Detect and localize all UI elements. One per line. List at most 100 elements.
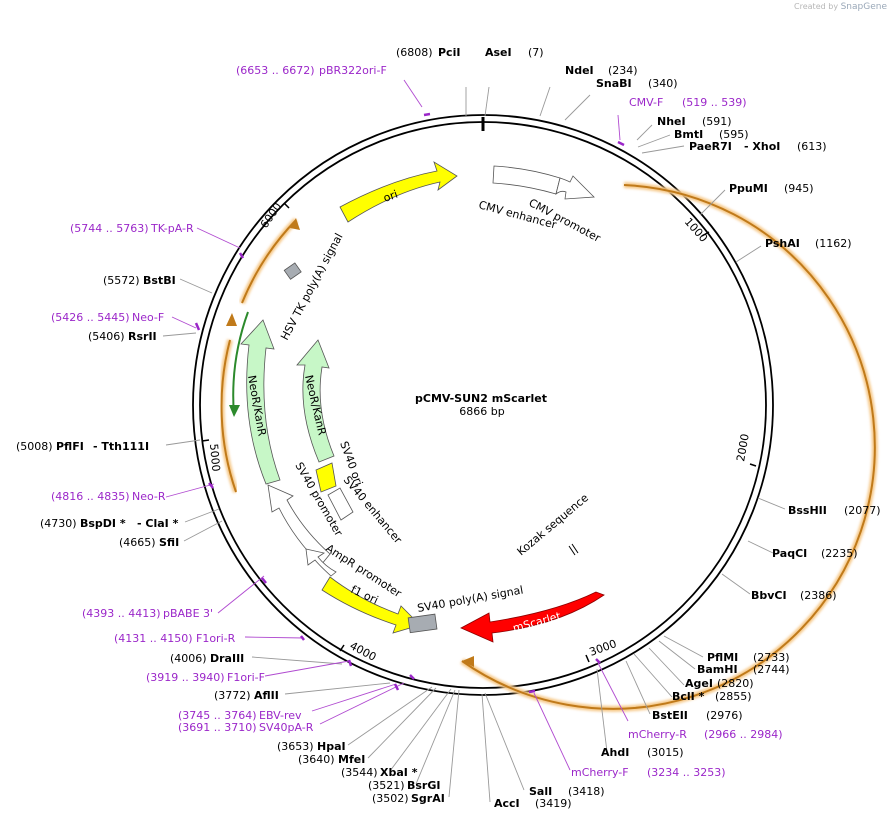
site-name-mfei[interactable]: MfeI [338,753,365,766]
primer-range-f1ori-f: (3919 .. 3940) [146,671,225,684]
site-name-draiii[interactable]: DraIII [210,652,244,665]
site-name-bamhi[interactable]: BamHI [697,663,738,676]
primer-range-mcherry-r: (2966 .. 2984) [704,728,783,741]
site-name-pflfi[interactable]: PflFI [56,440,84,453]
site-pos-sfii: (4665) [119,536,156,549]
site-pos-xbai: (3544) [341,766,378,779]
plasmid-length: 6866 bp [459,405,504,418]
site-pos-bmti: (595) [719,128,749,141]
primer-name-pbr322ori-f[interactable]: pBR322ori-F [319,64,387,77]
tick-4000: 4000 [348,639,379,664]
primer-name-neo-f[interactable]: Neo-F [132,311,164,324]
feature-sv40-enhancer[interactable]: SV40 enhancer [327,474,405,547]
primer-name-sv40pa-r[interactable]: SV40pA-R [259,721,314,734]
primer-name-tk-pa-r[interactable]: TK-pA-R [150,222,194,235]
site-name-paer7i[interactable]: PaeR7I [689,140,732,153]
site-name-clai[interactable]: - ClaI * [137,517,179,530]
site-pos-hpai: (3653) [277,740,314,753]
site-pos-paer7i: (613) [797,140,827,153]
site-name-xbai[interactable]: XbaI * [380,766,418,779]
feature-neor-outer[interactable]: NeoR/KanR [240,319,281,485]
site-name-pflmi[interactable]: PflMI [707,651,738,664]
site-pos-pshai: (1162) [815,237,852,250]
site-name-paqci[interactable]: PaqCI [772,547,807,560]
site-name-agei[interactable]: AgeI [685,677,713,690]
site-pos-ahdi: (3015) [647,746,684,759]
site-pos-bspdi: (4730) [40,517,77,530]
feature-cmv-enhancer[interactable] [492,165,561,195]
site-name-hpai[interactable]: HpaI [317,740,346,753]
site-name-ndei[interactable]: NdeI [565,64,594,77]
site-pos-aflii: (3772) [214,689,251,702]
primer-range-pbr322ori-f: (6653 .. 6672) [236,64,315,77]
primer-range-tk-pa-r: (5744 .. 5763) [70,222,149,235]
site-labels: (6808) PciI AseI (7) NdeI (234) SnaBI (3… [16,46,881,810]
site-name-bspdi[interactable]: BspDI * [80,517,126,530]
primer-range-cmv-f: (519 .. 539) [682,96,747,109]
site-name-bstbi[interactable]: BstBI [143,274,176,287]
site-name-bsshii[interactable]: BssHII [788,504,827,517]
primer-range-neo-r: (4816 .. 4835) [51,490,130,503]
site-name-xhoi[interactable]: - XhoI [744,140,780,153]
primer-name-ebv-rev[interactable]: EBV-rev [259,709,302,722]
primer-range-f1ori-r: (4131 .. 4150) [114,632,193,645]
tick-6000: 6000 [258,200,285,230]
site-name-tth111i[interactable]: - Tth111I [93,440,149,453]
site-name-aflii[interactable]: AflII [254,689,279,702]
primer-marks [194,112,625,694]
primer-leader-lines [165,79,629,771]
site-name-bbvci[interactable]: BbvCI [751,589,787,602]
site-name-bcli[interactable]: BclI * [672,690,705,703]
primer-name-f1ori-r[interactable]: F1ori-R [196,632,236,645]
tick-5000: 5000 [207,443,222,472]
site-name-ahdi[interactable]: AhdI [601,746,629,759]
site-name-bmti[interactable]: BmtI [674,128,703,141]
feature-hsv-tk-polya[interactable]: HSV TK poly(A) signal [278,231,345,342]
site-name-bsteii[interactable]: BstEII [652,709,688,722]
site-pos-pcii: (6808) [396,46,433,59]
site-name-sgrai[interactable]: SgrAI [411,792,445,805]
primer-name-mcherry-r[interactable]: mCherry-R [628,728,687,741]
orf-arcs [218,182,878,712]
site-pos-sali: (3418) [568,785,605,798]
feature-f1-ori[interactable]: f1 ori [321,576,421,634]
site-name-sali[interactable]: SalI [529,785,552,798]
site-name-snabi[interactable]: SnaBI [596,77,632,90]
primer-range-ebv-rev: (3745 .. 3764) [178,709,257,722]
primer-name-cmv-f[interactable]: CMV-F [629,96,663,109]
site-pos-acci: (3419) [535,797,572,810]
snapgene-brand: SnapGene [840,2,887,12]
site-pos-pflmi: (2733) [753,651,790,664]
feature-cmv-promoter[interactable] [555,175,595,200]
site-name-asei[interactable]: AseI [485,46,512,59]
primer-range-mcherry-f: (3234 .. 3253) [647,766,726,779]
site-pos-ndei: (234) [608,64,638,77]
site-pos-snabi: (340) [648,77,678,90]
site-pos-paqci: (2235) [821,547,858,560]
site-name-acci[interactable]: AccI [494,797,520,810]
site-name-ppumi[interactable]: PpuMI [729,182,768,195]
primer-range-sv40pa-r: (3691 .. 3710) [178,721,257,734]
site-name-nhei[interactable]: NheI [657,115,686,128]
site-pos-bsshii: (2077) [844,504,881,517]
feature-kozak[interactable]: Kozak sequence [515,491,592,558]
tick-2000: 2000 [734,433,752,463]
plasmid-name: pCMV-SUN2 mScarlet [415,392,547,405]
site-pos-sgrai: (3502) [372,792,409,805]
primer-name-pbabe-3[interactable]: pBABE 3' [163,607,213,620]
primer-name-neo-r[interactable]: Neo-R [132,490,166,503]
site-pos-bsrgi: (3521) [368,779,405,792]
credit-prefix: Created by [794,2,839,11]
snapgene-credit: Created by SnapGene [794,2,887,12]
feature-neor-inner[interactable]: NeoR/KanR [296,339,335,463]
site-name-pcii[interactable]: PciI [438,46,460,59]
site-name-bsrgi[interactable]: BsrGI [407,779,440,792]
primer-name-mcherry-f[interactable]: mCherry-F [571,766,629,779]
site-name-sfii[interactable]: SfiI [159,536,179,549]
site-name-rsrii[interactable]: RsrII [128,330,157,343]
primer-name-f1ori-f[interactable]: F1ori-F [227,671,265,684]
site-name-pshai[interactable]: PshAI [765,237,800,250]
leader-lines [162,86,786,803]
feature-ori[interactable]: ori [339,161,458,223]
